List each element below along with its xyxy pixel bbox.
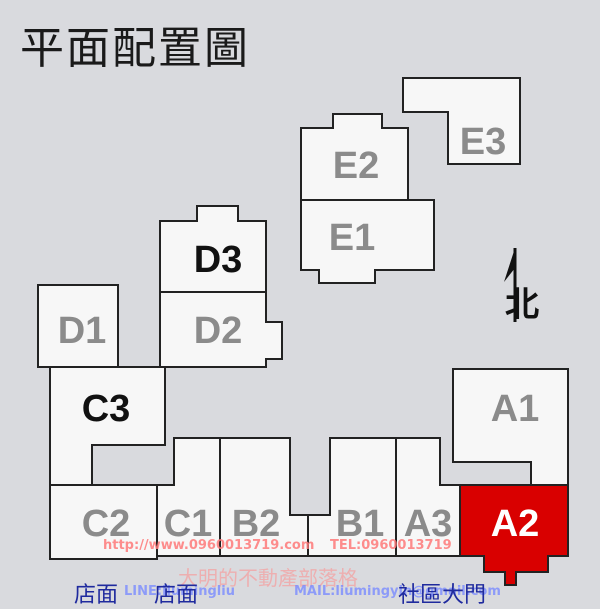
unit-label-c2: C2	[82, 503, 131, 545]
unit-label-d2: D2	[194, 310, 243, 352]
unit-label-d1: D1	[58, 310, 107, 352]
unit-label-a2: A2	[491, 503, 540, 545]
shop-label-1: 店面	[74, 583, 119, 608]
watermark-tel: TEL:0960013719	[330, 538, 452, 553]
unit-label-e2: E2	[333, 145, 379, 187]
watermark-mail: MAIL:liumingyin@gmail.com	[294, 584, 501, 599]
watermark-line: LINE:liumingliu	[124, 584, 235, 599]
unit-e1-shape[interactable]	[300, 199, 435, 284]
north-arrow-icon	[504, 248, 517, 322]
unit-label-b2: B2	[232, 503, 281, 545]
unit-label-a3: A3	[404, 503, 453, 545]
page-title: 平面配置圖	[20, 23, 250, 74]
unit-label-b1: B1	[336, 503, 385, 545]
watermark-brand: 大明的不動產部落格	[178, 566, 358, 590]
north-label: 北	[505, 285, 539, 325]
unit-label-c3: C3	[82, 388, 131, 430]
watermark-website: http://www.0960013719.com	[103, 538, 315, 553]
unit-label-c1: C1	[164, 503, 213, 545]
unit-label-a1: A1	[491, 388, 540, 430]
unit-d2-shape[interactable]	[159, 291, 283, 368]
shop-label-2: 店面	[154, 583, 199, 608]
unit-label-d3: D3	[194, 239, 243, 281]
unit-label-e3: E3	[460, 121, 506, 163]
unit-a2-shape[interactable]	[459, 484, 569, 586]
unit-e3-shape[interactable]	[402, 77, 521, 165]
unit-label-e1: E1	[329, 217, 375, 259]
community-gate-label: 社區大門	[398, 583, 487, 608]
